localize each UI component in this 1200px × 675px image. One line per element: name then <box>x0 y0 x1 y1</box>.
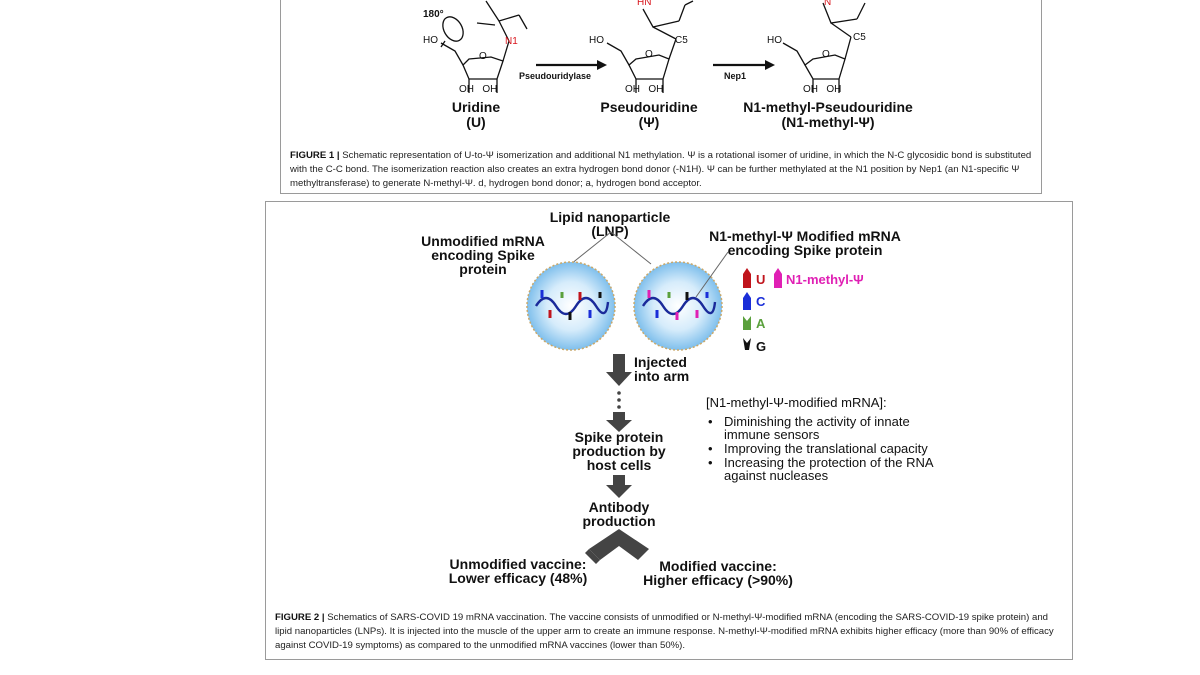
legend-n1-methyl: N1-methyl-Ψ <box>786 272 864 287</box>
vaccination-schematic <box>526 231 782 564</box>
ho-label-2: HO <box>589 35 604 46</box>
lnp-unmodified <box>526 261 616 351</box>
arrow-isomerization <box>536 60 607 70</box>
label-line: Modified vaccine: <box>659 558 777 574</box>
legend-c: C <box>756 294 766 309</box>
label-line: Injected <box>634 354 687 370</box>
label-line: protein <box>459 261 507 277</box>
legend-u: U <box>756 272 766 287</box>
legend-glyph-a <box>743 316 751 330</box>
molecule-n1-methyl-pseudouridine: N1-methyl-Pseudouridine (N1-methyl-Ψ) <box>733 100 923 130</box>
legend-glyph-g <box>743 338 751 350</box>
n1-label: N1 <box>505 36 518 47</box>
ring-o-3: O <box>822 49 830 60</box>
label-line: N1-methyl-Ψ Modified mRNA <box>709 228 901 244</box>
legend-a: A <box>756 316 766 331</box>
arrow-methylation <box>713 60 775 70</box>
molecule-symbol: (U) <box>466 114 486 130</box>
label-line: encoding Spike <box>431 247 535 263</box>
label-line: Higher efficacy (>90%) <box>643 572 793 588</box>
label-line: Unmodified vaccine: <box>449 556 587 572</box>
label-line: encoding Spike protein <box>727 242 883 258</box>
enzyme-nep1: Nep1 <box>724 71 747 81</box>
spike-production-label: Spike protein production by host cells <box>556 430 682 472</box>
uridine-structure <box>440 0 528 93</box>
c5-label-1: C5 <box>675 35 688 46</box>
enzyme-pseudouridylase: Pseudouridylase <box>519 71 592 81</box>
lnp-abbr: (LNP) <box>591 223 629 239</box>
caption-label: FIGURE 1 | <box>290 150 340 161</box>
lnp-label: Lipid nanoparticle (LNP) <box>540 210 680 238</box>
label-line: production <box>582 513 656 529</box>
figure-2-caption: FIGURE 2 | Schematics of SARS-COVID 19 m… <box>275 611 1065 653</box>
label-line: Unmodified mRNA <box>421 233 545 249</box>
ring-o-1: O <box>479 51 487 62</box>
molecule-name: Pseudouridine <box>600 99 698 115</box>
oh-labels-1: OH OH <box>459 84 498 95</box>
legend-glyphs <box>743 268 782 350</box>
list-item: Diminishing the activity of innate immun… <box>706 415 936 441</box>
molecule-symbol: (Ψ) <box>638 114 660 130</box>
molecule-pseudouridine: Pseudouridine (Ψ) <box>589 100 709 130</box>
benefits-title: [N1-methyl-Ψ-modified mRNA]: <box>706 395 887 410</box>
modified-vaccine-label: Modified vaccine: Higher efficacy (>90%) <box>634 559 802 587</box>
lnp-modified <box>633 251 729 351</box>
caption-label: FIGURE 2 | <box>275 612 325 623</box>
list-item: Increasing the protection of the RNA aga… <box>706 456 936 482</box>
modified-mrna-label: N1-methyl-Ψ Modified mRNA encoding Spike… <box>694 229 916 257</box>
ho-label-1: HO <box>423 35 438 46</box>
unmodified-mrna-label: Unmodified mRNA encoding Spike protein <box>414 234 552 276</box>
antibody-label: Antibody production <box>566 500 672 528</box>
flow-arrows <box>585 354 649 564</box>
molecule-uridine: Uridine (U) <box>431 100 521 130</box>
n-atom-label: N <box>824 0 831 8</box>
unmodified-vaccine-label: Unmodified vaccine: Lower efficacy (48%) <box>442 557 594 585</box>
legend-glyph-u <box>743 268 751 288</box>
legend-g: G <box>756 339 767 354</box>
ho-label-3: HO <box>767 35 782 46</box>
figure-1-panel: HN N 180° N1 C5 C5 HO HO HO O O O OH OH … <box>280 0 1042 194</box>
label-line: Spike protein <box>574 429 664 445</box>
legend-glyph-c <box>743 292 751 310</box>
figure-2-panel: Lipid nanoparticle (LNP) Unmodified mRNA… <box>265 201 1073 660</box>
label-line: host cells <box>586 457 652 473</box>
figure-1-caption: FIGURE 1 | Schematic representation of U… <box>290 149 1032 191</box>
caption-text: Schematics of SARS-COVID 19 mRNA vaccina… <box>275 612 1054 651</box>
molecule-symbol: (N1-methyl-Ψ) <box>781 114 875 130</box>
label-line: Antibody <box>588 499 650 515</box>
c5-label-2: C5 <box>853 32 866 43</box>
injected-label: Injected into arm <box>634 355 689 383</box>
molecule-name: N1-methyl-Pseudouridine <box>743 99 913 115</box>
molecule-name: Uridine <box>451 99 501 115</box>
label-line: Lower efficacy (48%) <box>448 570 588 586</box>
chemical-structures: HN N <box>440 0 866 93</box>
ring-o-2: O <box>645 49 653 60</box>
legend-glyph-n1-methyl <box>774 268 782 288</box>
n1-methyl-pseudouridine-structure <box>782 2 866 93</box>
list-item: Improving the translational capacity <box>706 442 936 455</box>
oh-labels-3: OH OH <box>803 84 842 95</box>
rotation-label: 180° <box>423 9 444 20</box>
modified-mrna-benefits: [N1-methyl-Ψ-modified mRNA]: Diminishing… <box>706 395 936 483</box>
label-line: into arm <box>634 368 690 384</box>
label-line: production by <box>572 443 666 459</box>
benefits-list: Diminishing the activity of innate immun… <box>706 415 936 482</box>
oh-labels-2: OH OH <box>625 84 664 95</box>
hn-atom-label: HN <box>637 0 651 8</box>
caption-text: Schematic representation of U-to-Ψ isome… <box>290 150 1032 189</box>
lnp-title: Lipid nanoparticle <box>549 209 671 225</box>
pseudouridine-structure <box>606 0 694 93</box>
